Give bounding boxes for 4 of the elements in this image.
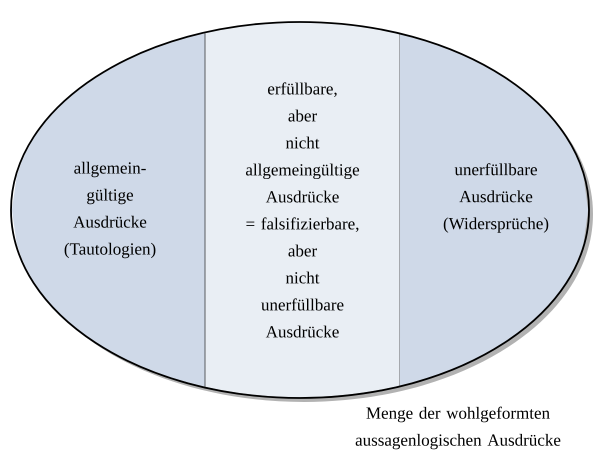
- node-label: Menge der wohlgeformten aussagenlogischen Ausdrücke: [356, 406, 560, 450]
- region: erfüllbare, aber nicht allgemeingültige Ausdrücke = falsifizierbare, aber nicht unerfüllbare Ausdrücke: [204, 22, 400, 398]
- region: unerfüllbare Ausdrücke (Widersprüche): [400, 34, 588, 386]
- region: allgemein- gültige Ausdrücke (Tautologien): [12, 33, 205, 387]
